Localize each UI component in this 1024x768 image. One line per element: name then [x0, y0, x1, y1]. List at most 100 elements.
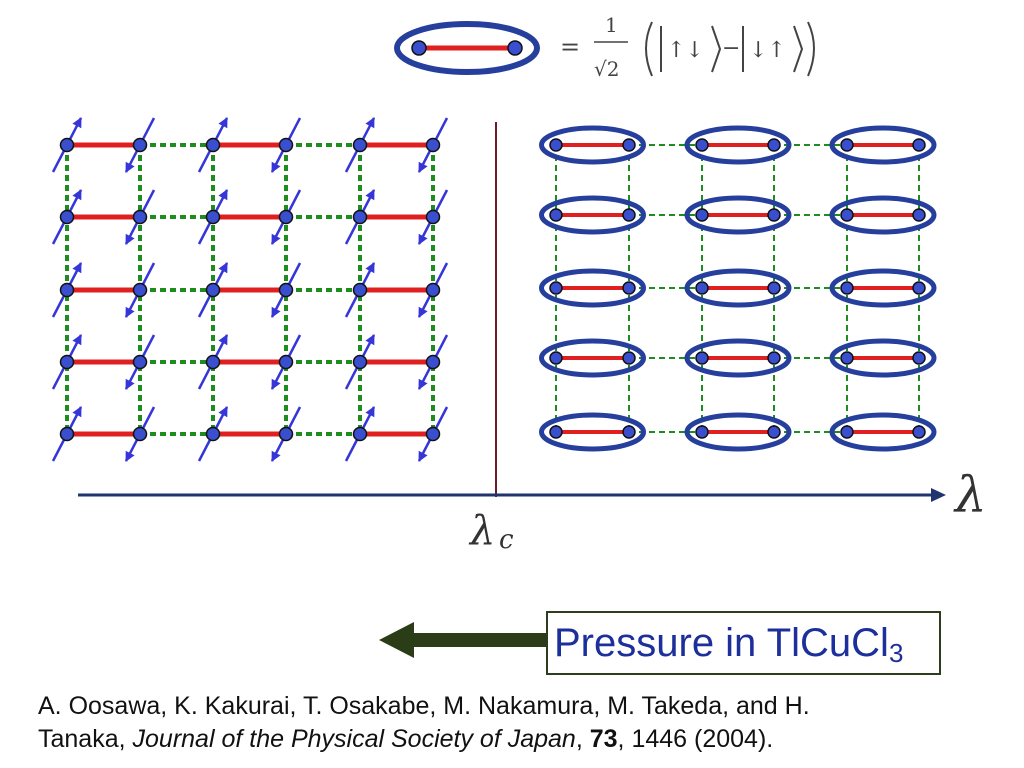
singlet-ellipse [829, 195, 937, 235]
spin-site [205, 354, 221, 370]
singlet-equals: = [560, 33, 580, 61]
pressure-arrow-shaft [412, 633, 548, 647]
spin-site [840, 425, 854, 439]
singlet-ellipse [539, 338, 646, 378]
spin-site [59, 209, 75, 225]
spin-site [59, 282, 75, 298]
singlet-site-left [411, 40, 427, 56]
spin-site [132, 354, 148, 370]
spin-site [205, 426, 221, 442]
spin-site [352, 426, 368, 442]
critical-label-sub: c [499, 525, 514, 555]
singlet-minus: − [722, 36, 740, 61]
spin-site [352, 209, 368, 225]
spin-site [622, 208, 636, 222]
singlet-legend: = 1 √2 ↑↓ − ↓↑ [394, 13, 815, 81]
spin-site [59, 354, 75, 370]
spin-site [767, 281, 781, 295]
spin-site [767, 351, 781, 365]
spin-site [912, 425, 926, 439]
spin-site [622, 425, 636, 439]
spin-site [695, 138, 709, 152]
singlet-ellipse [539, 125, 646, 165]
spin-site [695, 351, 709, 365]
spin-site [205, 282, 221, 298]
spin-site [59, 137, 75, 153]
singlet-ellipse [684, 412, 792, 452]
spin-site [549, 138, 563, 152]
singlet-denominator: √2 [594, 57, 619, 81]
ket2-angle [793, 25, 804, 73]
spin-site [132, 137, 148, 153]
spin-site [352, 137, 368, 153]
spin-site [278, 282, 294, 298]
spin-site [549, 425, 563, 439]
citation-line2: Tanaka, Journal of the Physical Society … [38, 723, 998, 756]
singlet-ellipse [684, 338, 792, 378]
spin-site [132, 426, 148, 442]
singlet-ellipse [539, 195, 646, 235]
spin-site [425, 426, 441, 442]
singlet-ellipse [829, 412, 937, 452]
spin-site [352, 282, 368, 298]
spin-site [622, 351, 636, 365]
spin-site [912, 138, 926, 152]
citation-volume: 73 [589, 725, 618, 753]
singlet-ellipse [829, 268, 937, 308]
singlet-site-right [507, 40, 523, 56]
ordered-phase-lattice [51, 117, 449, 462]
spin-site [205, 209, 221, 225]
lambda-axis: λ λ c [78, 466, 987, 555]
spin-site [840, 138, 854, 152]
singlet-ellipse [684, 125, 792, 165]
pressure-label-cl: Cl [851, 621, 889, 665]
spin-site [767, 425, 781, 439]
pressure-label-box: Pressure in TlCuCl3 [546, 611, 941, 675]
spin-site [912, 208, 926, 222]
singlet-numerator: 1 [605, 13, 618, 37]
spin-site [549, 208, 563, 222]
spin-site [549, 351, 563, 365]
pressure-label-text: Pressure in TlCu [554, 621, 852, 665]
spin-site [278, 426, 294, 442]
spin-site [840, 351, 854, 365]
citation-line1: A. Oosawa, K. Kakurai, T. Osakabe, M. Na… [38, 692, 810, 720]
axis-arrowhead [931, 488, 946, 502]
citation-journal: Journal of the Physical Society of Japan [132, 725, 576, 753]
spin-site [840, 281, 854, 295]
spin-site [695, 281, 709, 295]
spin-site [352, 354, 368, 370]
ket1-text: ↑↓ [667, 38, 704, 63]
spin-site [912, 281, 926, 295]
spin-site [278, 137, 294, 153]
ket2-text: ↓↑ [749, 38, 786, 63]
spin-site [205, 137, 221, 153]
singlet-ellipse [684, 268, 792, 308]
dimer-phase-lattice [539, 125, 937, 452]
spin-site [912, 351, 926, 365]
spin-site [59, 426, 75, 442]
pressure-label-subscript: 3 [888, 638, 904, 668]
big-left-paren [645, 21, 653, 77]
spin-site [767, 138, 781, 152]
spin-site [132, 282, 148, 298]
spin-site [622, 138, 636, 152]
critical-label-lambda: λ [468, 508, 495, 554]
spin-site [622, 281, 636, 295]
citation-prefix: Tanaka, [38, 725, 133, 753]
pressure-arrow-head [379, 622, 414, 658]
pressure-arrow [379, 622, 548, 658]
spin-site [425, 354, 441, 370]
spin-site [425, 209, 441, 225]
spin-site [425, 282, 441, 298]
axis-label-lambda: λ [953, 466, 987, 524]
spin-site [695, 425, 709, 439]
spin-site [695, 208, 709, 222]
citation: A. Oosawa, K. Kakurai, T. Osakabe, M. Na… [38, 690, 998, 756]
spin-site [132, 209, 148, 225]
ket1-angle [711, 25, 722, 73]
spin-site [278, 354, 294, 370]
spin-site [840, 208, 854, 222]
spin-site [549, 281, 563, 295]
